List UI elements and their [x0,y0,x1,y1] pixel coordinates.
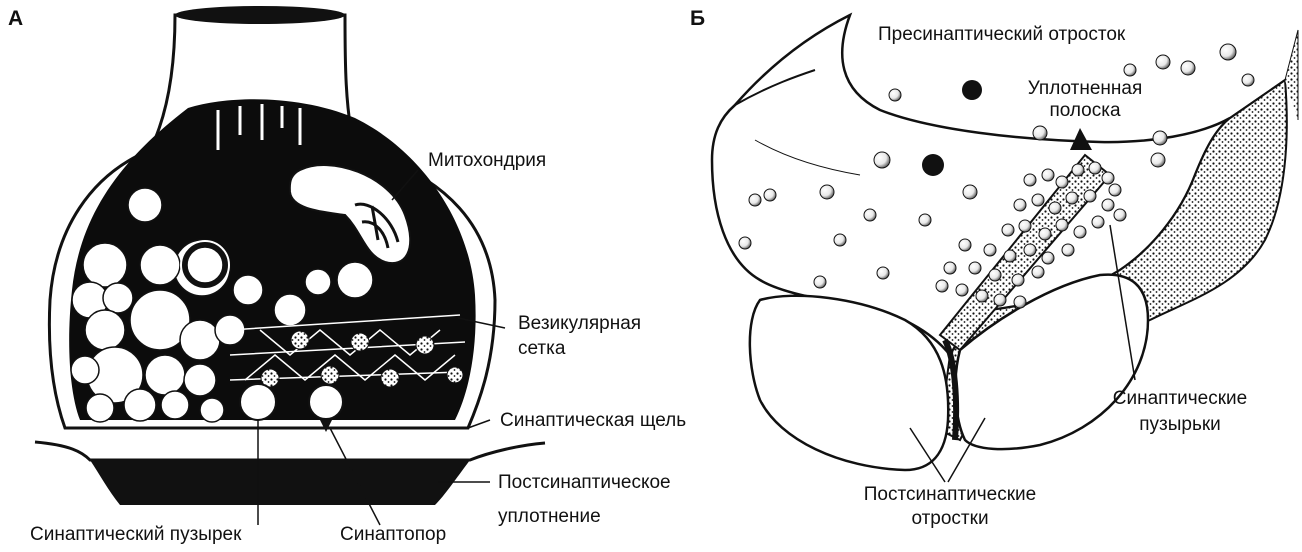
postsynaptic-density-label-line1: Постсинаптическое [498,472,671,493]
postsynaptic-density-label-line2: уплотнение [498,506,601,527]
vesicular-grid-label-line2: сетка [518,338,566,359]
mitochondria-label: Митохондрия [428,150,547,171]
postsynaptic-processes-label-line2: отростки [911,508,989,529]
panel-b-leader-lines [909,224,1136,483]
panel-a-leader-lines [257,169,506,526]
synaptic-cleft-label: Синаптическая щель [500,410,687,431]
synaptopore-label: Синаптопор [340,524,447,545]
synapse-3d-drawing [710,12,1299,472]
dense-band-label-line1: Уплотненная [1027,78,1143,99]
presynaptic-process-label: Пресинаптический отросток [878,24,1126,45]
presynaptic-terminal-drawing [34,6,546,505]
vesicular-grid-label-line1: Везикулярная [518,313,642,334]
panel-a-letter: А [8,7,24,30]
postsynaptic-processes-label-line1: Постсинаптические [863,484,1037,505]
synaptic-vesicles-label-line2: пузырьки [1139,414,1221,435]
panel-b-letter: Б [690,7,706,30]
synaptic-vesicle-label: Синаптический пузырек [30,524,242,545]
synaptic-vesicles-label-line1: Синаптические [1112,388,1248,409]
dense-band-label-line2: полоска [1049,100,1121,121]
